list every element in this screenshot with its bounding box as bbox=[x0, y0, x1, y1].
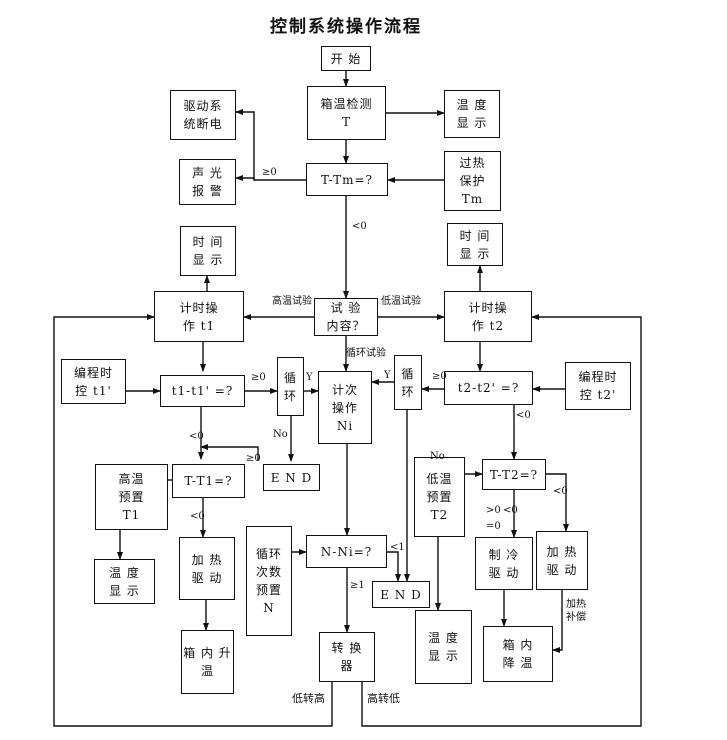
cool-drive-box: 制 冷 驱 动 bbox=[475, 537, 533, 590]
end-mid-box: E N D bbox=[372, 581, 430, 608]
start-box: 开 始 bbox=[321, 46, 371, 71]
end-left-box: E N D bbox=[263, 464, 320, 491]
t1-compare-box: t1-t1' =? bbox=[160, 375, 245, 407]
label-heat-compensation: 加热 补偿 bbox=[566, 599, 586, 623]
temp-drop-box: 箱 内 降 温 bbox=[483, 626, 553, 682]
label-lt0-left: <0 bbox=[189, 431, 204, 442]
label-gt0: >0 bbox=[486, 505, 501, 516]
label-low-to-high: 低转高 bbox=[292, 692, 325, 705]
label-no-right: No bbox=[430, 451, 445, 462]
label-ge0-right: ≥0 bbox=[432, 371, 447, 382]
label-ge1: ≥1 bbox=[350, 580, 365, 591]
low-temp-preset-box: 低温 预置 T2 bbox=[414, 457, 465, 537]
temp-display-low-box: 温 度 显 示 bbox=[415, 610, 472, 684]
label-y-left: Y bbox=[306, 372, 313, 383]
temp-display-left-box: 温 度 显 示 bbox=[94, 559, 155, 604]
count-op-box: 计次 操作 Ni bbox=[318, 371, 372, 444]
tank-temp-detect-box: 箱温检测 T bbox=[307, 86, 386, 140]
converter-box: 转 换 器 bbox=[319, 632, 375, 682]
timer-left-box: 计时操 作 t1 bbox=[154, 291, 244, 342]
overheat-protect-box: 过热 保护 Tm bbox=[444, 151, 501, 211]
label-cycle-test: 循环试验 bbox=[346, 348, 386, 359]
timer-right-box: 计时操 作 t2 bbox=[444, 291, 532, 342]
heat-drive-right-box: 加 热 驱 动 bbox=[536, 531, 588, 590]
compare-tm-box: T-Tm=? bbox=[306, 163, 388, 196]
cycle-count-preset-box: 循环 次数 预置 N bbox=[246, 526, 292, 636]
label-y-right: Y bbox=[384, 370, 391, 381]
time-display-left-box: 时 间 显 示 bbox=[180, 226, 236, 276]
t-t1-compare-box: T-T1=? bbox=[172, 464, 245, 498]
time-display-right-box: 时 间 显 示 bbox=[447, 223, 503, 266]
drive-power-off-box: 驱动系 统断电 bbox=[170, 90, 236, 140]
n-compare-box: N-Ni=? bbox=[306, 535, 387, 568]
high-temp-preset-box: 高温 预置 T1 bbox=[95, 464, 168, 530]
page-title: 控制系统操作流程 bbox=[270, 17, 422, 37]
label-ge0-tt1: ≥0 bbox=[246, 453, 261, 464]
label-no-left: No bbox=[273, 429, 288, 440]
label-lt0-tt2b: <0 bbox=[553, 486, 568, 497]
loop-left-box: 循 环 bbox=[277, 357, 304, 416]
label-lt0-tt1: <0 bbox=[190, 511, 205, 522]
label-ge0-top: ≥0 bbox=[262, 167, 277, 178]
label-low-temp-test: 低温试验 bbox=[381, 296, 421, 307]
t-t2-compare-box: T-T2=? bbox=[482, 459, 546, 490]
label-lt0-right: <0 bbox=[516, 410, 531, 421]
label-lt0-top: <0 bbox=[352, 221, 367, 232]
t2-compare-box: t2-t2' =? bbox=[444, 371, 533, 405]
heat-drive-left-box: 加 热 驱 动 bbox=[179, 537, 235, 600]
temp-display-top-box: 温 度 显 示 bbox=[444, 90, 500, 138]
label-ge0-left: ≥0 bbox=[251, 372, 266, 383]
test-content-box: 试 验 内容？ bbox=[314, 298, 378, 336]
label-lt0-tt2a: <0 bbox=[503, 505, 518, 516]
temp-rise-box: 箱 内 升 温 bbox=[181, 630, 234, 694]
alarm-box: 声 光 报 警 bbox=[179, 159, 236, 205]
prog-time-right-box: 编程时 控 t2' bbox=[565, 362, 631, 410]
prog-time-left-box: 编程时 控 t1' bbox=[61, 359, 126, 404]
label-eq0: =0 bbox=[486, 521, 501, 532]
label-high-to-low: 高转低 bbox=[367, 692, 400, 705]
label-lt1: <1 bbox=[390, 542, 405, 553]
loop-right-box: 循 环 bbox=[394, 355, 422, 410]
label-high-temp-test: 高温试验 bbox=[272, 296, 312, 307]
